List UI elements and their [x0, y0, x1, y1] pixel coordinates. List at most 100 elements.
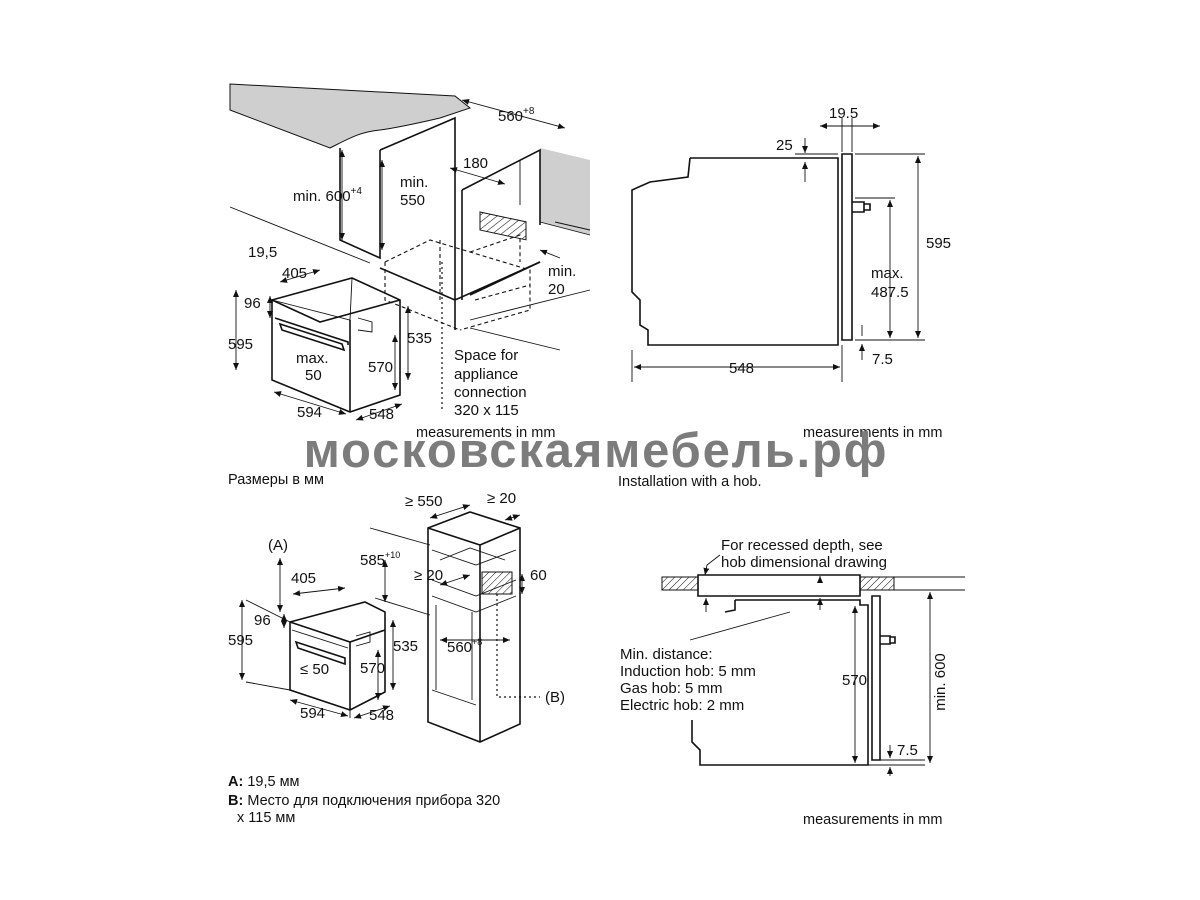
min-dist-leader	[689, 611, 791, 641]
dim-405-label: 405	[282, 265, 307, 282]
oven-knob-2	[880, 635, 896, 645]
oven-knob	[852, 201, 871, 213]
dim-594-arrow	[273, 391, 347, 415]
dim-19-5-label: 19.5	[829, 105, 858, 122]
top-right-units: measurements in mm	[803, 425, 942, 441]
top-right-panel: 19.5 25 595 max. 487.5 548 7.5 measureme…	[618, 105, 951, 490]
connection-area-hatch	[479, 211, 527, 241]
min-distance-title: Min. distance:	[620, 646, 713, 663]
dim-25-label: 25	[776, 137, 793, 154]
space-note-line-2: appliance	[454, 366, 518, 383]
bottom-right-units: measurements in mm	[803, 812, 942, 828]
dim-ge20-top-label: ≥ 20	[487, 490, 516, 507]
countertop-right	[540, 148, 590, 235]
cabinet-outline	[339, 116, 541, 330]
dim-min550-label-b: 550	[400, 192, 425, 209]
dim-min20-label-b: 20	[548, 281, 565, 298]
dim-405-arrow-2	[292, 585, 346, 597]
worktop-right	[859, 576, 895, 591]
recess-leader	[703, 554, 721, 576]
bottom-left-ext-lines	[245, 527, 431, 718]
top-left-caption: Размеры в мм	[228, 472, 324, 488]
hob-body	[697, 574, 861, 597]
space-note-line-3: connection	[454, 384, 527, 401]
dim-min20-label-a: min.	[548, 263, 576, 280]
dim-548-label: 548	[369, 406, 394, 423]
oven-side-profile	[631, 157, 839, 346]
bottom-right-panel: For recessed depth, see hob dimensional …	[620, 537, 965, 828]
dim-550-arrow-2	[429, 504, 471, 519]
top-right-caption: Installation with a hob.	[618, 474, 761, 490]
min-distance-induction: Induction hob: 5 mm	[620, 663, 756, 680]
dim-548-label-2: 548	[369, 707, 394, 724]
dim-570-label: 570	[368, 359, 393, 376]
dim-60-label: 60	[530, 567, 547, 584]
dim-ge550-label: ≥ 550	[405, 493, 442, 510]
tall-connection-hatch	[481, 571, 513, 595]
dim-min550-label-a: min.	[400, 174, 428, 191]
dim-max50-label-b: 50	[305, 367, 322, 384]
oven-handle-2	[294, 640, 346, 666]
bottom-left-panel: (A) 405 96 595 ≤ 50 570 535 594 548 ≥ 55…	[228, 490, 565, 826]
dim-560-arrow	[461, 98, 566, 130]
dim-le50-label: ≤ 50	[300, 661, 329, 678]
label-b: (B)	[545, 689, 565, 706]
top-left-units: measurements in mm	[416, 425, 555, 441]
dim-594-label: 594	[297, 404, 322, 421]
dim-595-label: 595	[926, 235, 951, 252]
recess-note-line-1: For recessed depth, see	[721, 537, 883, 554]
dim-548-label: 548	[729, 360, 754, 377]
dim-595-label: 595	[228, 336, 253, 353]
cutout-dashed	[384, 234, 531, 331]
dim-594-arrow-2	[289, 698, 349, 718]
oven-top-edge	[271, 277, 373, 333]
top-left-panel: 560+8 min. 600+4 min. 550 180 19,5 405 9…	[228, 83, 591, 488]
dim-405-label-2: 405	[291, 570, 316, 587]
oven-strip-2	[291, 629, 371, 649]
tall-cabinet-shelves	[431, 547, 517, 706]
oven-body	[271, 277, 401, 413]
dim-max487-label-b: 487.5	[871, 284, 909, 301]
dim-180-arrow	[449, 167, 506, 185]
min-distance-gas: Gas hob: 5 mm	[620, 680, 723, 697]
dim-548-arrow	[355, 403, 403, 421]
dim-570-label-3: 570	[842, 672, 867, 689]
label-a: (A)	[268, 537, 288, 554]
dim-7-5-label-2: 7.5	[897, 742, 918, 759]
worktop-lines	[894, 576, 965, 591]
dim-ge20-mid-label: ≥ 20	[414, 567, 443, 584]
dim-ge20-mid-arrow	[439, 574, 471, 586]
tall-connection-leader	[496, 594, 540, 698]
dim-96-label: 96	[244, 295, 261, 312]
dim-19-5-label: 19,5	[248, 244, 277, 261]
worktop-left	[661, 576, 699, 591]
legend-b-continued: x 115 мм	[237, 810, 295, 826]
dim-405-arrow	[279, 269, 321, 283]
oven-handle	[278, 322, 346, 352]
dim-560-label: 560+8	[498, 106, 535, 125]
dim-560-label-2: 560+8	[447, 637, 482, 656]
dim-min600-label-2: min. 600	[932, 653, 949, 711]
dim-ge20-top-arrow	[504, 514, 521, 521]
dim-19-5-ext	[841, 118, 853, 152]
dim-594-label-2: 594	[300, 705, 325, 722]
dim-7-5-ext	[868, 759, 925, 766]
countertop-shape	[229, 83, 472, 149]
legend-a: A: 19,5 мм	[228, 774, 300, 790]
oven-front-2	[871, 595, 881, 761]
dim-535-label-2: 535	[393, 638, 418, 655]
oven-front-panel	[841, 153, 853, 341]
dim-7-5-label: 7.5	[872, 351, 893, 368]
dim-min600-label: min. 600+4	[293, 186, 362, 205]
recess-note-line-2: hob dimensional drawing	[721, 554, 887, 571]
dim-max487-label-a: max.	[871, 265, 904, 282]
tall-cabinet	[427, 511, 521, 743]
space-note-line-1: Space for	[454, 347, 518, 364]
dim-595-label-2: 595	[228, 632, 253, 649]
dim-535-label: 535	[407, 330, 432, 347]
dim-180-label: 180	[463, 155, 488, 172]
min-distance-electric: Electric hob: 2 mm	[620, 697, 744, 714]
dim-548-ext	[631, 345, 843, 382]
legend-b: B: Место для подключения прибора 320	[228, 793, 500, 809]
